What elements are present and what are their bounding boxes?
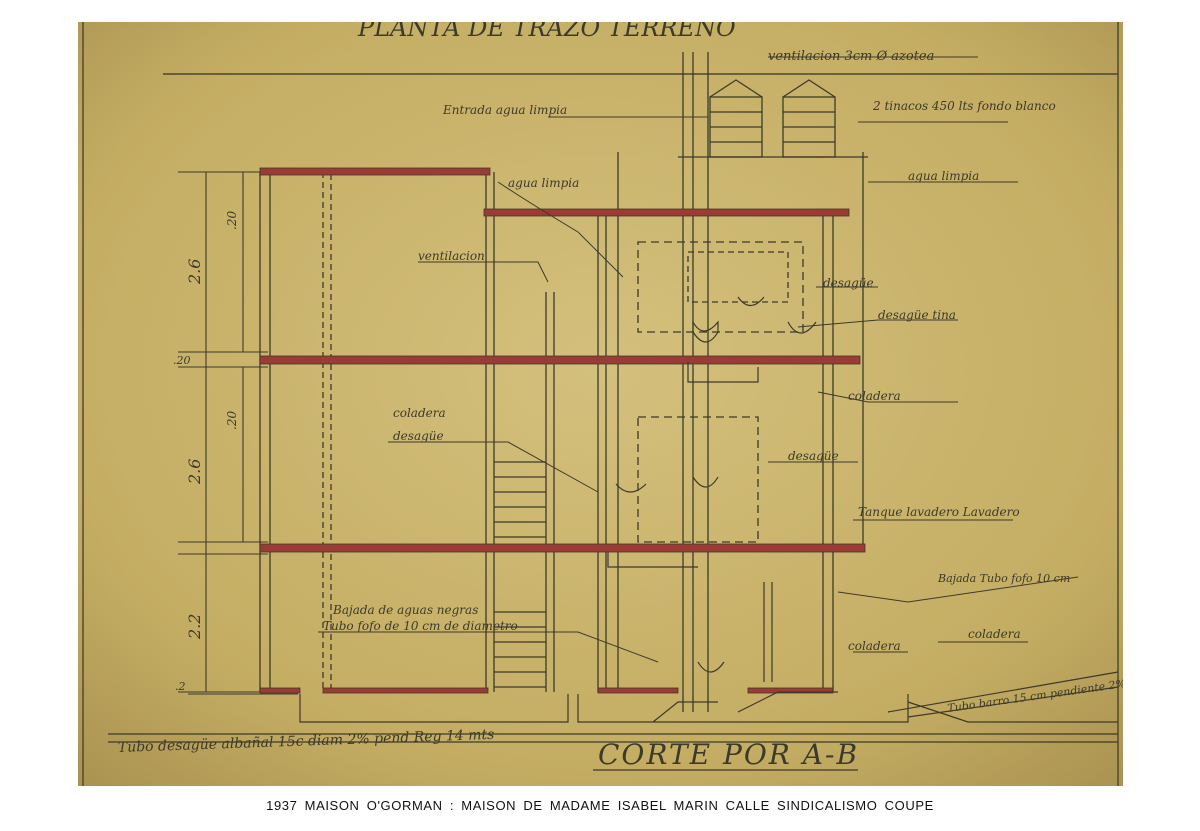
note-pipe-right: Bajada Tubo fofo 10 cm: [937, 572, 1070, 585]
note-drain-low: coladera: [848, 639, 901, 653]
note-drain-pipe-left: desagüe: [393, 429, 444, 443]
leader-lines: [318, 56, 1079, 663]
note-downpipe: Bajada de aguas negras: [332, 603, 478, 617]
note-drain-pipe: desagüe: [823, 276, 874, 290]
note-clean-water-right: agua limpia: [908, 169, 979, 183]
note-downpipe-2: Tubo fofo de 10 cm de diametro: [323, 619, 518, 633]
architectural-drawing-photo: PLANTA DE TRAZO TERRENO 2.6 2.6 2.2 .20 …: [78, 22, 1123, 786]
floor-slabs: [259, 167, 866, 694]
foundation: [108, 671, 1119, 743]
note-tanks: 2 tinacos 450 lts fondo blanco: [872, 99, 1056, 113]
note-wash-basin: Tanque lavadero Lavadero: [858, 505, 1020, 519]
plan-title: PLANTA DE TRAZO TERRENO: [357, 22, 736, 42]
note-drain: coladera: [393, 406, 446, 420]
dimension-lower: 2.2: [185, 614, 204, 640]
left-dimension-lines: [178, 171, 298, 695]
dimension-window-upper: .20: [225, 211, 239, 230]
note-clean-water-inlet: Entrada agua limpia: [442, 103, 567, 117]
photo-caption: 1937 MAISON O'GORMAN : MAISON DE MADAME …: [266, 798, 934, 813]
water-tanks: [678, 79, 868, 158]
note-ventilation: ventilacion: [418, 249, 485, 263]
note-ventilation-top: ventilacion 3cm Ø azotea: [768, 49, 934, 64]
dimension-window-middle: .20: [225, 411, 239, 430]
note-drain-mid: desagüe: [788, 449, 839, 463]
note-drain-right: coladera: [848, 389, 901, 403]
dimension-base: .2: [175, 680, 186, 693]
note-tub-drain: desagüe tina: [878, 308, 956, 322]
paper-background: [78, 22, 1123, 786]
dimension-middle: 2.6: [185, 459, 204, 485]
dimension-upper: 2.6: [185, 259, 204, 285]
note-drain-low-2: coladera: [968, 627, 1021, 641]
drawing-border: [82, 22, 1119, 786]
note-clean-water: agua limpia: [508, 176, 579, 190]
dimension-slab: .20: [173, 354, 191, 367]
section-title: CORTE POR A-B: [598, 738, 859, 771]
